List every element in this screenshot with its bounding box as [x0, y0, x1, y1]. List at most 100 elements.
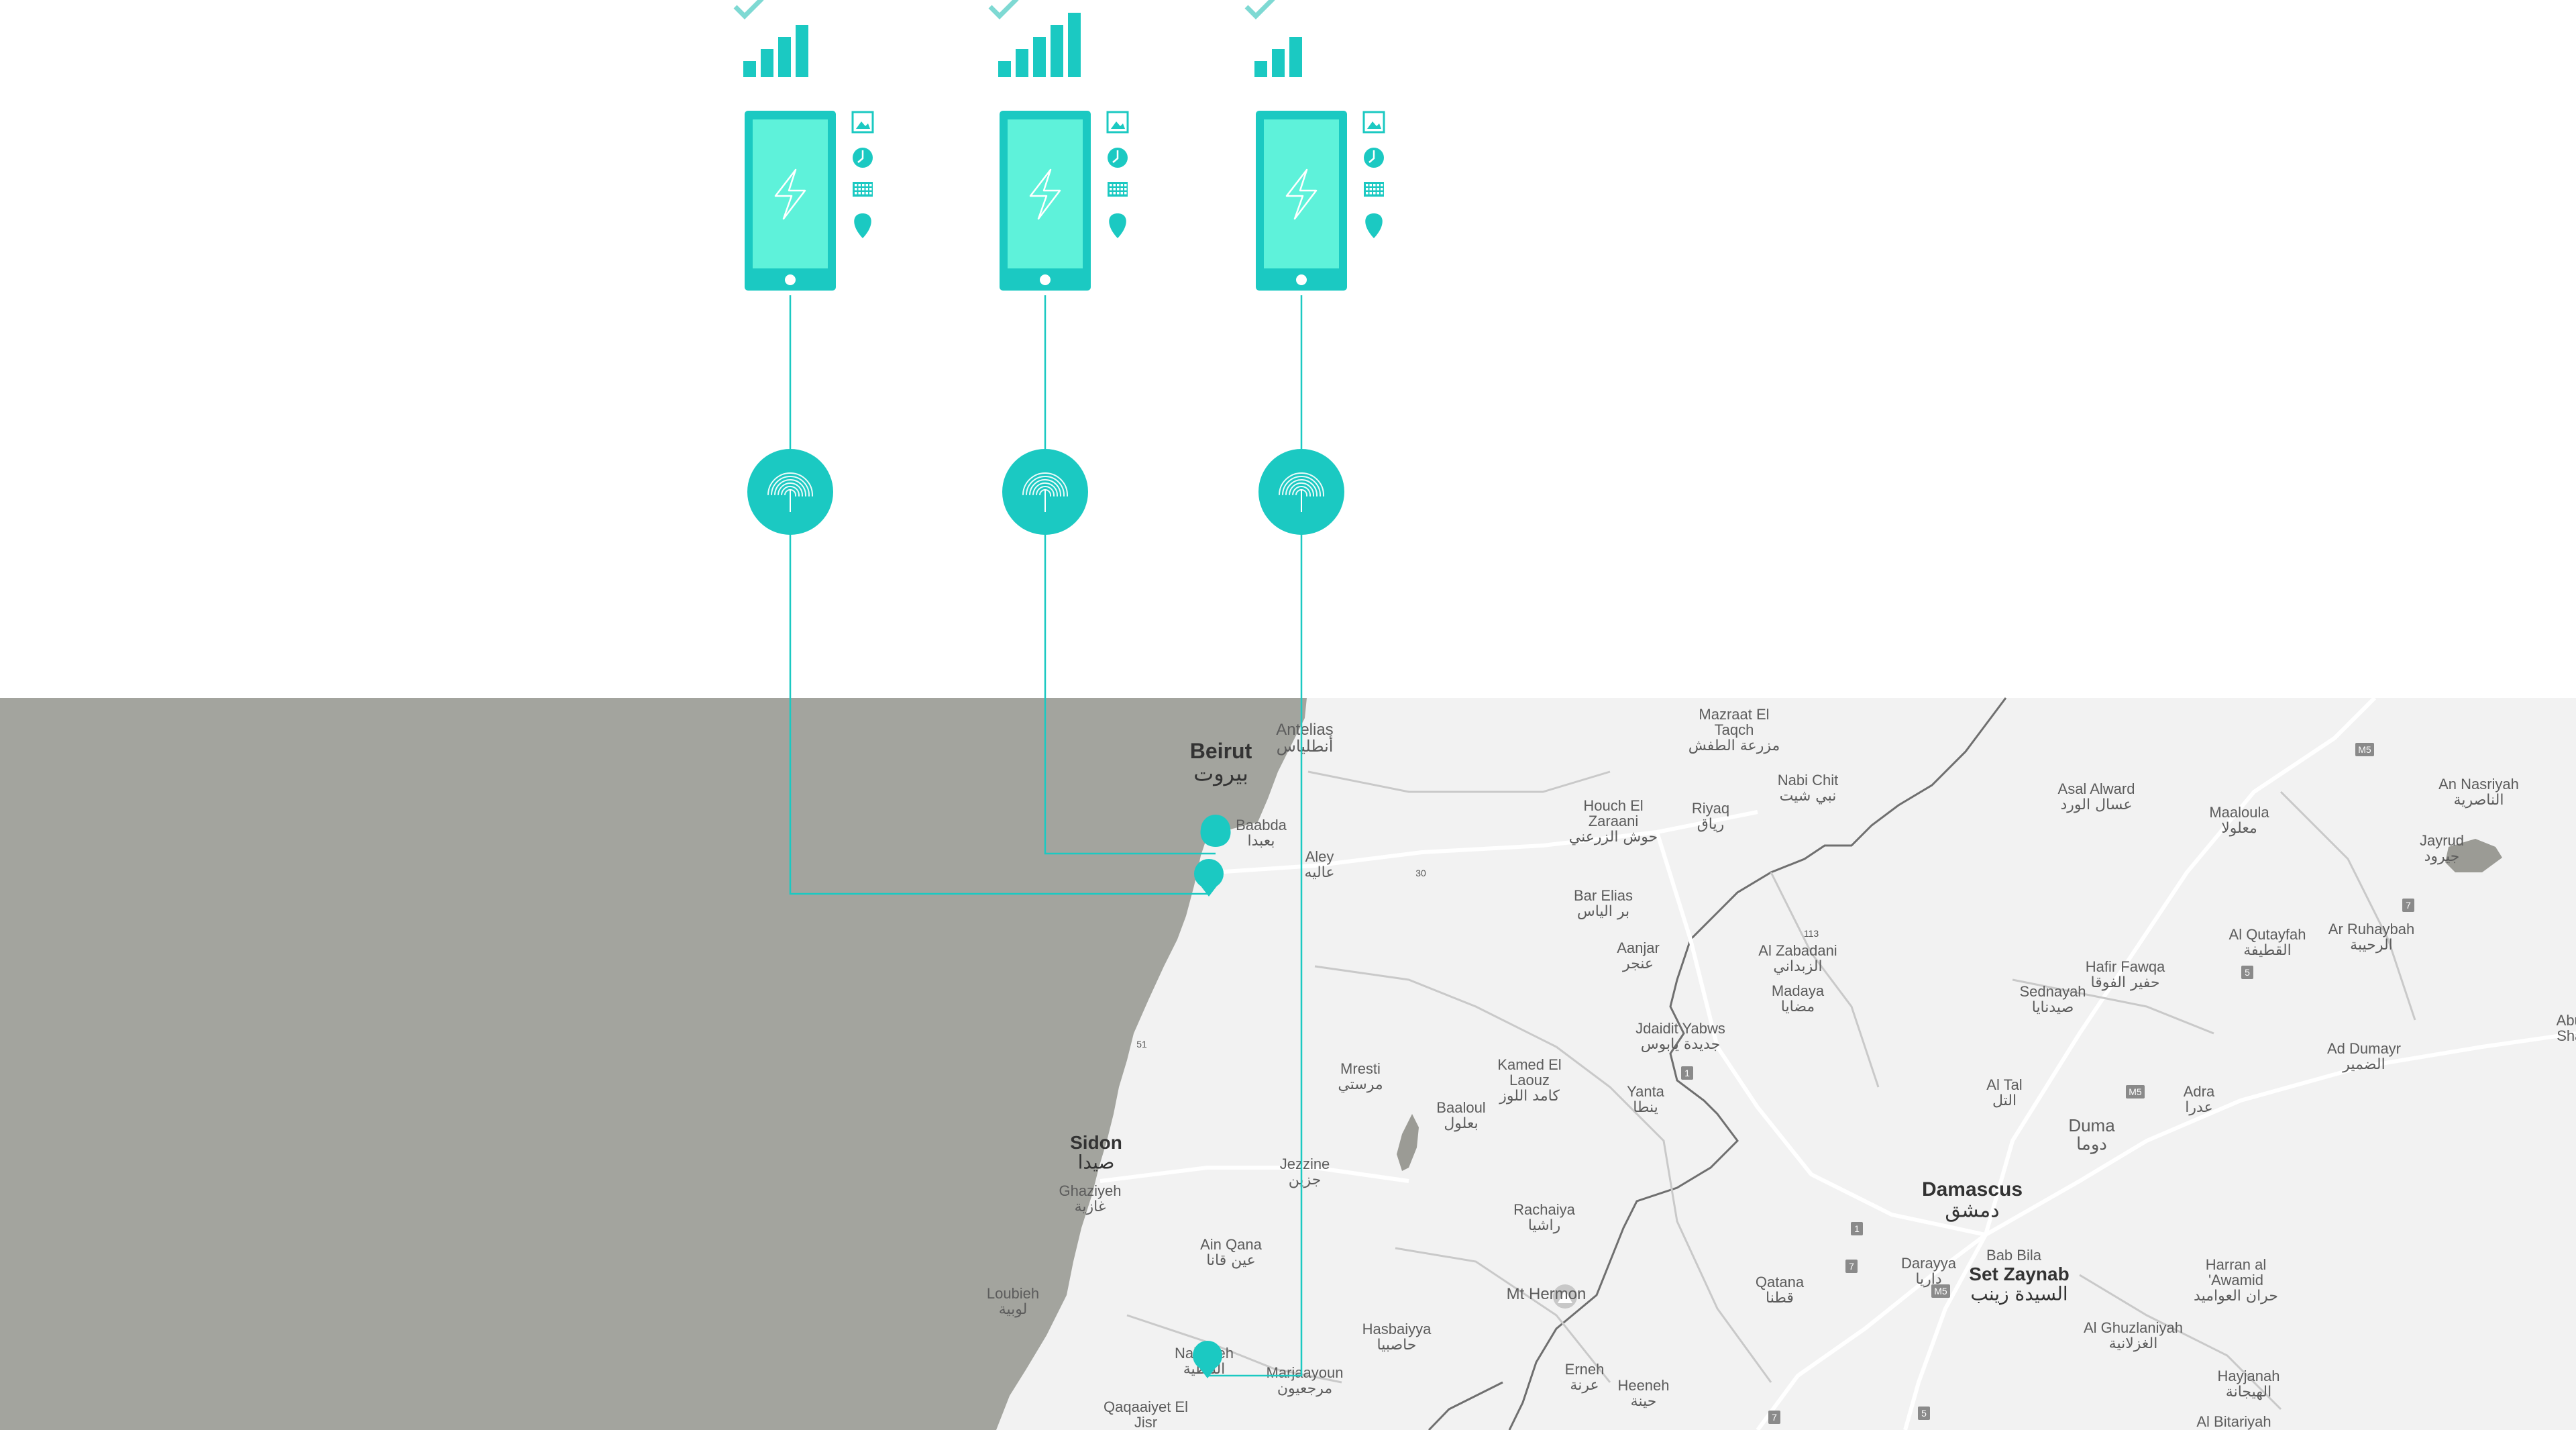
place-name: Bar Elias — [1574, 887, 1633, 904]
road-shield-label: 30 — [1415, 868, 1426, 878]
place-name-arabic: رياق — [1697, 816, 1725, 833]
place-name: Riyaq — [1692, 800, 1729, 817]
location-icon — [854, 213, 871, 238]
place-name-arabic: الناصرية — [2454, 792, 2504, 809]
map-pins — [1193, 815, 1231, 1378]
qaraoun-lake — [1397, 1114, 1419, 1171]
device-1 — [733, 0, 874, 535]
place-label: Abu ASham — [2557, 1012, 2576, 1044]
road-shield: 5 — [1918, 1407, 1930, 1420]
place-labels: AnteliasأنطلياسBeirutبيروتBaabdaبعبداAle… — [987, 706, 2576, 1430]
place-name: Jezzine — [1280, 1156, 1330, 1172]
place-name-arabic: الرحيبة — [2350, 937, 2393, 954]
place-name: Heeneh — [1617, 1377, 1669, 1394]
location-pin-3[interactable] — [1193, 1341, 1222, 1378]
location-pin-1[interactable] — [1200, 815, 1231, 847]
keyboard-icon — [1108, 182, 1128, 197]
place-name-arabic: أنطلياس — [1277, 735, 1334, 756]
place-label: Bab Bila — [1986, 1247, 2042, 1264]
signal-bar — [761, 49, 773, 77]
fingerprint-icon[interactable] — [1002, 449, 1088, 535]
place-name-arabic: معلولا — [2221, 820, 2257, 837]
signal-bar — [1272, 49, 1285, 77]
image-icon — [851, 111, 874, 134]
lightning-icon — [774, 168, 806, 220]
place-name-arabic: حينة — [1631, 1393, 1657, 1410]
clock-icon — [1364, 148, 1384, 168]
place-name-arabic: قطنا — [1766, 1290, 1794, 1307]
place-name: Ar Ruhaybah — [2328, 921, 2414, 937]
place-name: Beirut — [1190, 739, 1252, 763]
place-name: Hasbaiyya — [1362, 1321, 1432, 1337]
place-name: Laouz — [1509, 1072, 1550, 1088]
place-name-arabic: نبي شيت — [1780, 788, 1837, 805]
place-label: Mt Hermon — [1507, 1285, 1587, 1303]
place-name: Sidon — [1070, 1132, 1122, 1153]
place-name: Yanta — [1627, 1083, 1665, 1100]
place-name: Al Ghuzlaniyah — [2084, 1319, 2183, 1336]
data-icons — [851, 111, 874, 238]
road-shield-label: 1 — [1684, 1068, 1690, 1078]
signal-bar — [1051, 25, 1063, 77]
place-name-arabic: صيدا — [1078, 1151, 1115, 1173]
place-name-arabic: دمشق — [1945, 1199, 1999, 1223]
phone-icon[interactable] — [1000, 111, 1091, 291]
place-name-arabic: التل — [1992, 1092, 2017, 1109]
road-shield-label: 1 — [1854, 1223, 1860, 1234]
road-shield: 113 — [1804, 928, 1819, 939]
place-name: Rachaiya — [1513, 1201, 1575, 1218]
place-name-arabic: بعلول — [1444, 1115, 1478, 1132]
map-borders — [1428, 697, 2007, 1430]
phone-icon[interactable] — [1256, 111, 1347, 291]
place-name-arabic: حران العواميد — [2194, 1288, 2278, 1305]
phone-icon[interactable] — [745, 111, 836, 291]
road-shield: M5 — [2355, 743, 2374, 756]
signal-strength-icon — [998, 13, 1081, 77]
location-pin-2[interactable] — [1194, 859, 1224, 897]
place-name: Kamed El — [1497, 1056, 1561, 1073]
data-icons — [1106, 111, 1129, 238]
place-name-arabic: الهيجانة — [2226, 1384, 2271, 1400]
place-name: Antelias — [1276, 721, 1333, 739]
check-icon — [988, 0, 1019, 19]
place-name-arabic: جديدة يابوس — [1641, 1036, 1721, 1053]
fingerprint-icon[interactable] — [747, 449, 833, 535]
signal-bar — [796, 25, 808, 77]
road-shield: 30 — [1415, 868, 1426, 878]
keyboard-icon — [1364, 182, 1384, 197]
road-shield: 1 — [1851, 1222, 1863, 1235]
signal-bar — [1254, 61, 1267, 77]
place-name-arabic: ينطا — [1633, 1099, 1658, 1116]
place-name: Marjaayoun — [1267, 1364, 1344, 1381]
place-name-arabic: جزين — [1289, 1172, 1322, 1188]
place-name: Asal Alward — [2058, 780, 2135, 797]
road-shield: 1 — [1681, 1066, 1693, 1080]
place-name-arabic: بر الياس — [1577, 903, 1629, 920]
signal-strength-icon — [1254, 37, 1302, 77]
signal-bar — [1068, 13, 1081, 77]
place-name: Jdaidit Yabws — [1635, 1020, 1725, 1037]
place-name-arabic: السيدة زينب — [1970, 1282, 2068, 1305]
place-name-arabic: جيرود — [2424, 848, 2460, 865]
place-name: Sednayah — [2019, 983, 2086, 1000]
fingerprint-icon[interactable] — [1258, 449, 1344, 535]
road-shield: M5 — [1931, 1284, 1950, 1298]
